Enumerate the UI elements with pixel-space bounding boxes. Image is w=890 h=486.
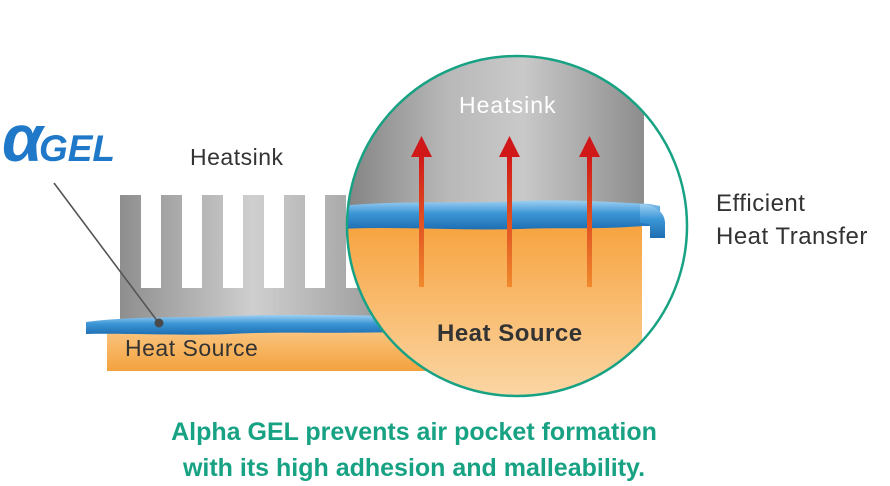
heat-source-label: Heat Source [125,335,259,361]
efficient-label-line2: Heat Transfer [716,223,868,250]
heat-arrows [411,136,600,287]
heat-arrow-shaft [419,155,424,287]
zoom-heat-source-label: Heat Source [437,320,583,347]
efficient-label-line1: Efficient [716,190,806,217]
zoom-heatsink-label: Heatsink [459,92,557,118]
logo-gel: GEL [38,128,115,169]
caption-line2: with its high adhesion and malleability. [182,454,646,482]
heat-arrow-head [579,136,600,157]
alpha-gel-layer [86,314,400,335]
zoom-gel-layer [347,200,660,230]
logo-pointer-line [53,182,159,323]
logo-alpha: α [2,101,43,175]
heat-arrow-shaft [507,155,512,287]
alpha-gel-logo: αGEL [2,100,115,176]
zoom-circle-border [345,54,689,398]
efficient-heat-transfer-label: Efficient Heat Transfer [716,187,868,253]
heat-arrow-head [499,136,520,157]
logo-pointer-dot [154,318,164,328]
zoom-heat-source-area [347,220,642,396]
caption-line1: Alpha GEL prevents air pocket formation [171,418,657,446]
heatsink-block [120,195,387,324]
heat-arrow-head [411,136,432,157]
caption: Alpha GEL prevents air pocket formation … [0,414,828,486]
gel-overflow [640,204,665,238]
heatsink-label: Heatsink [190,144,284,170]
heat-arrow-shaft [587,155,592,287]
